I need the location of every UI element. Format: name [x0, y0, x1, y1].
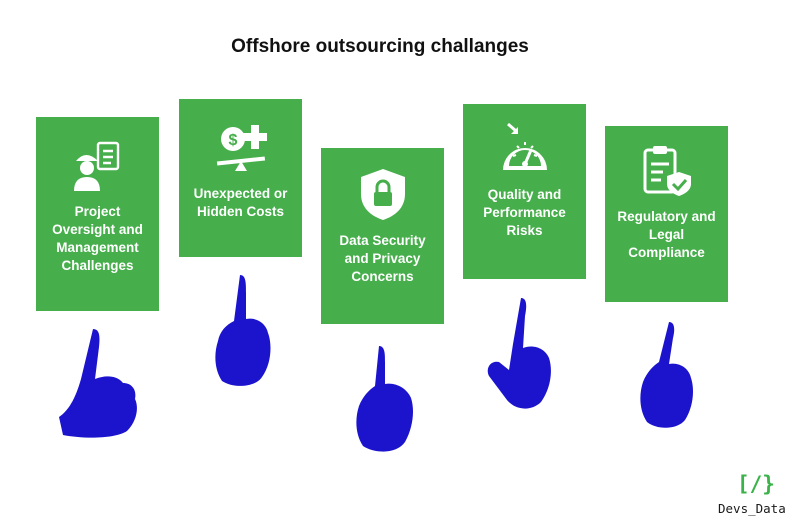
card-project-oversight: Project Oversight and Management Challen…	[36, 117, 159, 311]
card-data-security: Data Security and Privacy Concerns	[321, 148, 444, 324]
page-title: Offshore outsourcing challanges	[231, 36, 529, 57]
card-quality-risks: Quality and Performance Risks	[463, 104, 586, 279]
logo-mark: [/}	[737, 472, 775, 496]
card-label: Regulatory and Legal Compliance	[617, 209, 716, 260]
pointing-hand-icon	[487, 298, 551, 409]
logo-text: Devs_Data	[718, 501, 786, 516]
pointing-hand-icon	[356, 346, 413, 452]
pointing-hand-icon	[59, 329, 137, 438]
dollar-scale-plus-icon: $	[216, 125, 267, 171]
card-label: Project Oversight and Management Challen…	[52, 204, 143, 273]
manager-checklist-icon	[73, 141, 119, 191]
card-label: Quality and Performance Risks	[483, 187, 566, 238]
card-regulatory-compliance: Regulatory and Legal Compliance	[605, 126, 728, 302]
devsdata-logo: [/}	[737, 472, 775, 496]
card-label: Unexpected or Hidden Costs	[193, 186, 288, 219]
pointing-hand-icon	[640, 322, 693, 428]
gauge-icon	[502, 122, 547, 170]
shield-lock-icon	[360, 169, 405, 220]
card-hidden-costs: $ Unexpected or Hidden Costs	[179, 99, 302, 257]
card-label: Data Security and Privacy Concerns	[339, 233, 426, 284]
svg-text:$: $	[228, 132, 237, 149]
clipboard-check-icon	[643, 146, 691, 196]
pointing-hand-icon	[215, 275, 271, 386]
